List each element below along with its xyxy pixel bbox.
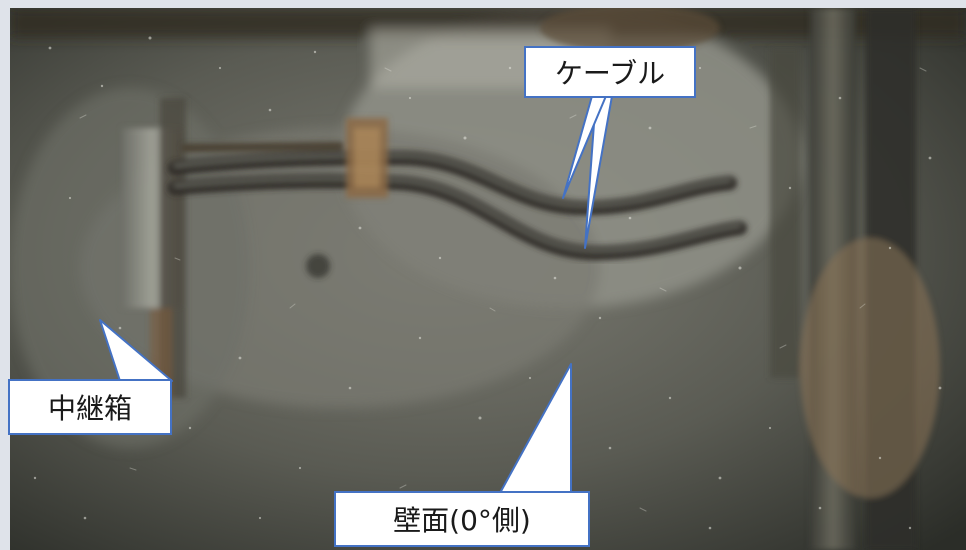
- wall-label: 壁面(0°側): [393, 504, 531, 537]
- cable-label: ケーブル: [554, 57, 666, 90]
- cable-callout: ケーブル: [524, 46, 696, 98]
- relay-box-label: 中継箱: [47, 392, 132, 425]
- underwater-photo: [10, 8, 966, 550]
- wall-callout: 壁面(0°側): [334, 491, 590, 547]
- relay-box-callout: 中継箱: [8, 379, 172, 435]
- photo-scene: [10, 8, 966, 550]
